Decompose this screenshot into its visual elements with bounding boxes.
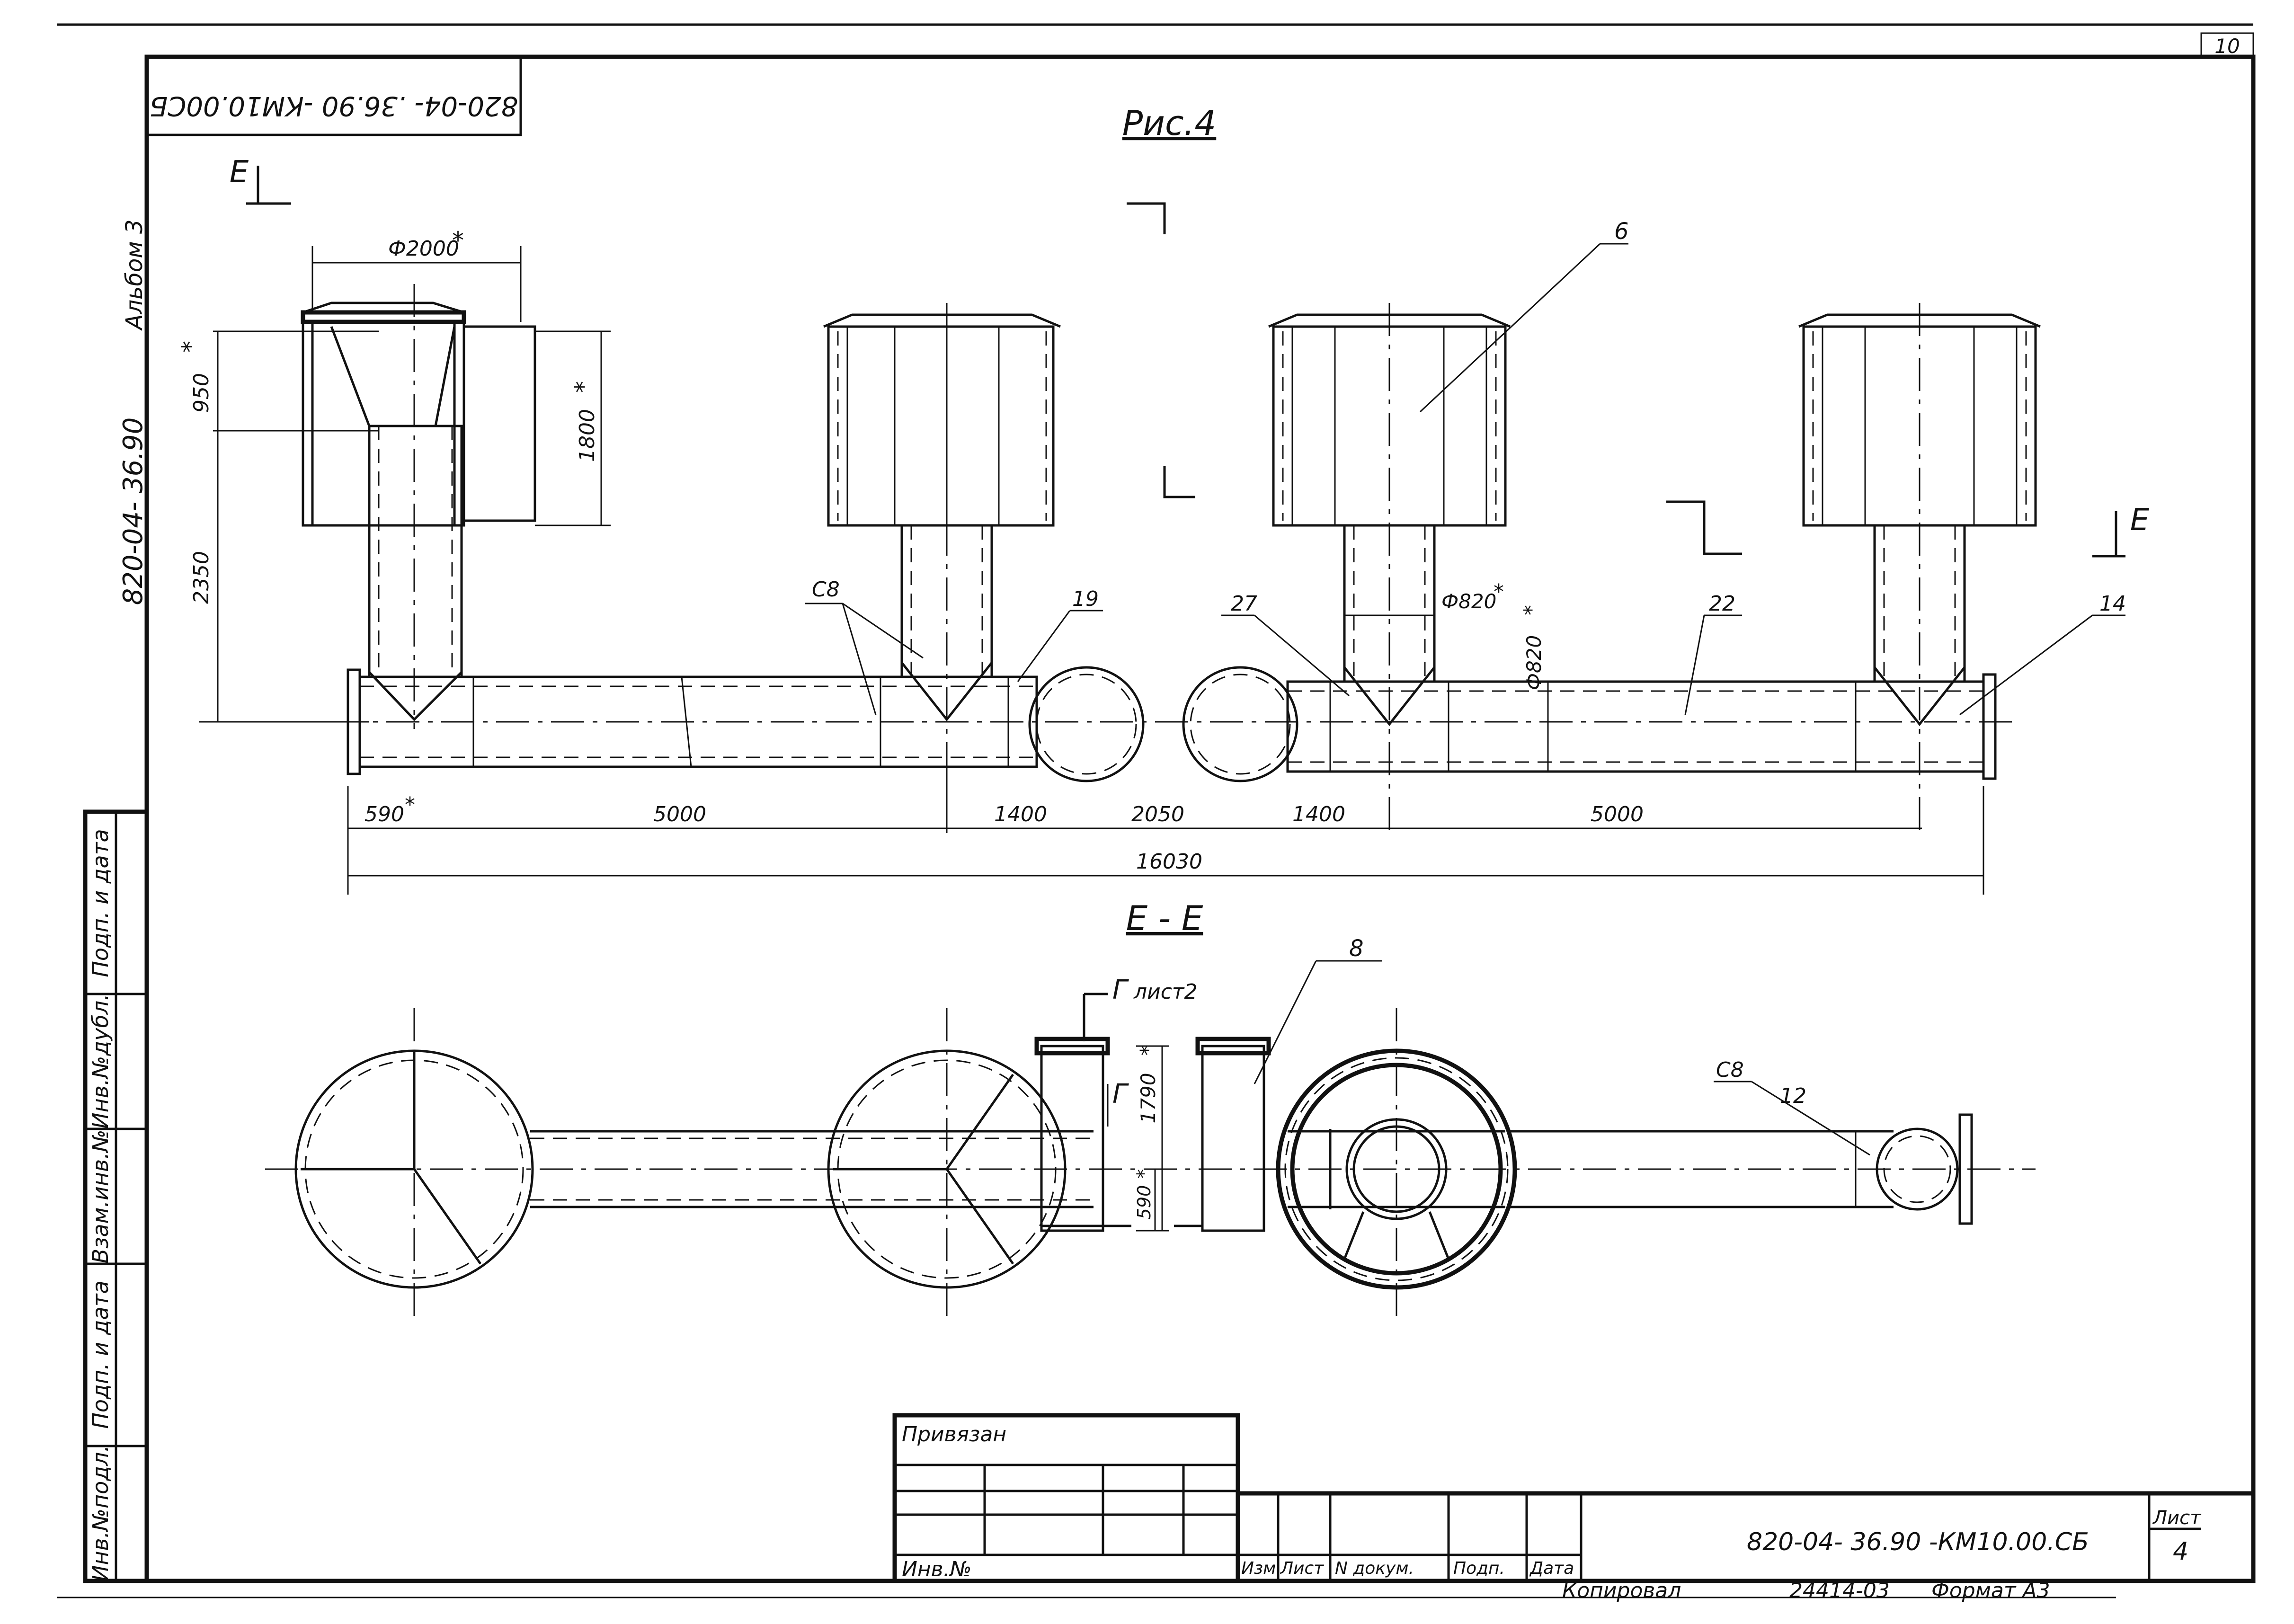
svg-text:С8: С8 xyxy=(1716,1058,1744,1082)
svg-text:*: * xyxy=(570,381,597,393)
svg-text:1790: 1790 xyxy=(1137,1073,1160,1124)
rotated-doc-code-box: 820-04- .36.90 -КМ10.00СБ xyxy=(147,55,522,136)
svg-text:Изм.: Изм. xyxy=(1241,1559,1281,1578)
svg-text:Г: Г xyxy=(1112,1079,1129,1109)
svg-text:19: 19 xyxy=(1072,587,1099,611)
svg-text:Подп.: Подп. xyxy=(1453,1559,1505,1578)
svg-text:5000: 5000 xyxy=(653,802,706,826)
svg-text:590: 590 xyxy=(365,802,404,826)
sheet-number-top: 10 xyxy=(2214,35,2240,58)
svg-text:*: * xyxy=(452,227,464,254)
svg-text:590: 590 xyxy=(1134,1185,1155,1220)
svg-text:Взам.инв.№: Взам.инв.№ xyxy=(88,1129,113,1263)
svg-text:С8: С8 xyxy=(812,577,840,602)
svg-text:Ф820: Ф820 xyxy=(1522,635,1546,690)
svg-text:*: * xyxy=(1136,1045,1160,1056)
top-view xyxy=(301,284,2041,833)
section-annotations: Г лист2 Г 1790 * 590 * 8 С8 12 xyxy=(1083,935,1870,1232)
section-mark-left: Е xyxy=(230,155,291,205)
svg-text:N докум.: N докум. xyxy=(1335,1559,1414,1578)
dimensions-top: Ф2000 * 950 2350 * 1800 * Ф820 * Ф820 * … xyxy=(177,227,1984,895)
svg-text:Ф2000: Ф2000 xyxy=(388,237,459,261)
svg-text:лист2: лист2 xyxy=(1133,980,1198,1004)
svg-text:2350: 2350 xyxy=(189,551,213,604)
svg-text:12: 12 xyxy=(1780,1084,1806,1108)
album-code: 820-04- 36.90 xyxy=(118,417,149,605)
svg-text:1400: 1400 xyxy=(994,802,1047,826)
section-view xyxy=(265,1008,2036,1316)
section-mark-right: Е xyxy=(2092,503,2150,558)
svg-text:Формат А3: Формат А3 xyxy=(1931,1579,2050,1603)
svg-text:*: * xyxy=(1520,605,1544,615)
svg-text:Подп. и дата: Подп. и дата xyxy=(88,829,113,977)
svg-text:24414-03: 24414-03 xyxy=(1789,1579,1890,1603)
svg-text:Е: Е xyxy=(230,155,249,190)
svg-text:Ф820: Ф820 xyxy=(1441,590,1496,613)
svg-text:Е: Е xyxy=(2130,503,2150,538)
svg-text:2050: 2050 xyxy=(1131,802,1184,826)
svg-text:Подп. и дата: Подп. и дата xyxy=(88,1280,113,1429)
svg-text:1800: 1800 xyxy=(575,409,599,462)
callouts-top: 6 С8 19 27 22 14 xyxy=(805,218,2126,716)
svg-text:27: 27 xyxy=(1231,592,1257,616)
svg-text:Копировал: Копировал xyxy=(1562,1579,1681,1603)
svg-text:Дата: Дата xyxy=(1529,1559,1574,1578)
pipe-end-left xyxy=(1028,666,1145,782)
section-title: Е - Е xyxy=(1126,898,1203,938)
svg-text:*: * xyxy=(1494,580,1504,604)
svg-text:6: 6 xyxy=(1614,218,1629,245)
side-stamp: Подп. и дата Инв.№дубл. Взам.инв.№ Подп.… xyxy=(83,809,149,1583)
title-doc-code: 820-04- 36.90 -КМ10.00.СБ xyxy=(1747,1528,2089,1556)
title-block: Привязан Инв.№ Изм. Лист N докум. Подп. … xyxy=(892,1413,2256,1583)
footer: Копировал 24414-03 Формат А3 xyxy=(1562,1579,2050,1603)
svg-text:Привязан: Привязан xyxy=(902,1422,1006,1447)
svg-text:4: 4 xyxy=(2173,1537,2188,1566)
svg-text:14: 14 xyxy=(2099,592,2126,616)
pipe-end-right xyxy=(1182,666,1298,782)
flange-right xyxy=(1982,673,1997,780)
corner-marks xyxy=(1127,202,1742,555)
svg-text:*: * xyxy=(177,341,205,353)
figure-title: Рис.4 xyxy=(1122,103,1217,143)
svg-text:950: 950 xyxy=(189,373,213,413)
svg-text:Инв.№подл.: Инв.№подл. xyxy=(88,1445,113,1581)
svg-text:Г: Г xyxy=(1112,975,1129,1005)
svg-text:Лист: Лист xyxy=(1280,1559,1324,1578)
svg-text:Лист: Лист xyxy=(2152,1507,2202,1529)
svg-text:*: * xyxy=(405,793,415,817)
svg-text:8: 8 xyxy=(1349,935,1364,962)
svg-text:Инв.№дубл.: Инв.№дубл. xyxy=(88,994,113,1128)
svg-text:22: 22 xyxy=(1709,592,1735,616)
pipe-right xyxy=(1286,680,1985,773)
svg-text:5000: 5000 xyxy=(1591,802,1644,826)
rotated-doc-code: 820-04- .36.90 -КМ10.00СБ xyxy=(150,90,518,121)
svg-text:Инв.№: Инв.№ xyxy=(902,1557,971,1581)
svg-text:16030: 16030 xyxy=(1136,850,1202,874)
svg-text:1400: 1400 xyxy=(1292,802,1345,826)
album-label: Альбом 3 xyxy=(121,220,148,331)
svg-text:*: * xyxy=(1133,1169,1155,1179)
